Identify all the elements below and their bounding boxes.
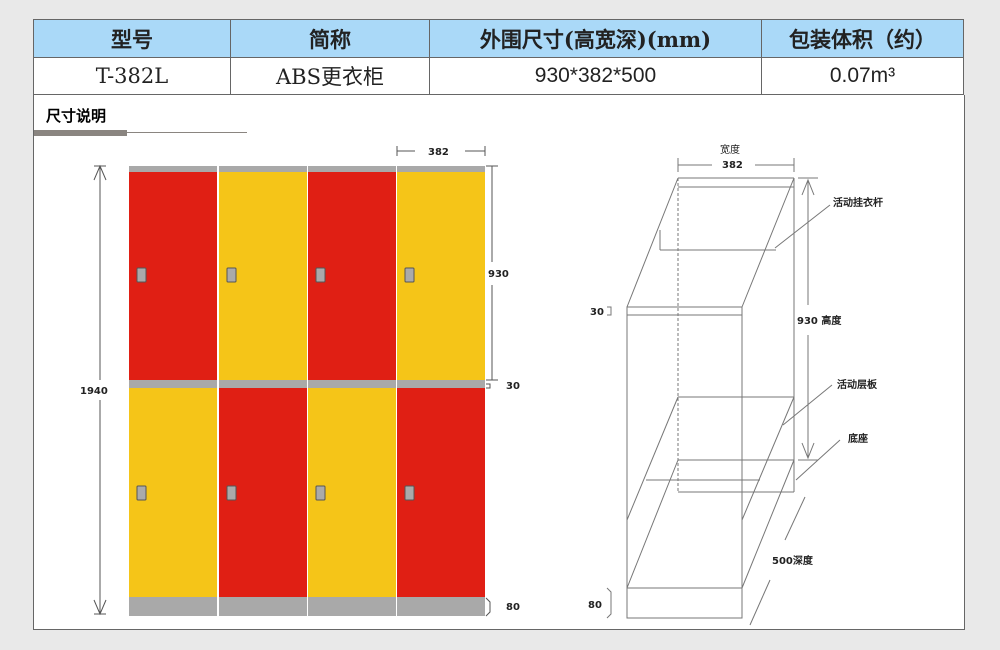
header-model: 型号 xyxy=(33,19,231,58)
middle-strip xyxy=(129,380,217,388)
front-view xyxy=(129,166,485,616)
middle-strip xyxy=(219,380,307,388)
door-handle xyxy=(136,267,147,283)
base-plinth xyxy=(129,597,217,616)
door-handle xyxy=(226,267,237,283)
base-label: 80 xyxy=(506,602,520,613)
header-volume: 包装体积（约） xyxy=(761,19,964,58)
door-handle xyxy=(404,485,415,501)
callout-shelf: 活动层板 xyxy=(837,378,878,391)
width-label: 382 xyxy=(428,147,449,158)
door-handle xyxy=(404,267,415,283)
iso-base-label: 80 xyxy=(588,600,602,611)
spec-table: 型号 简称 外围尺寸(高宽深)(mm) 包装体积（约） T-382L ABS更衣… xyxy=(33,19,964,95)
iso-width-value: 382 xyxy=(722,160,743,171)
base-plinth xyxy=(308,597,396,616)
callout-hanging-rod: 活动挂衣杆 xyxy=(833,196,883,209)
iso-top-label: 30 xyxy=(590,307,604,318)
title-rule xyxy=(127,132,247,133)
top-strip xyxy=(219,166,307,172)
cell-dimensions: 930*382*500 xyxy=(429,57,762,95)
total-height-label: 1940 xyxy=(80,386,108,397)
door-handle xyxy=(136,485,147,501)
iso-view xyxy=(606,158,841,626)
iso-width-title: 宽度 xyxy=(720,143,740,156)
base-plinth xyxy=(219,597,307,616)
cell-volume: 0.07m³ xyxy=(761,57,964,95)
top-strip xyxy=(308,166,396,172)
title-underline xyxy=(34,130,127,136)
middle-strip xyxy=(308,380,396,388)
header-name: 简称 xyxy=(230,19,430,58)
door-handle xyxy=(315,485,326,501)
top-strip xyxy=(397,166,485,172)
height-label: 930 xyxy=(488,269,509,280)
cell-name: ABS更衣柜 xyxy=(230,57,430,95)
iso-height-label: 930 高度 xyxy=(797,314,842,327)
divider-label: 30 xyxy=(506,381,520,392)
callout-base: 底座 xyxy=(848,432,868,445)
door-handle xyxy=(226,485,237,501)
door-handle xyxy=(315,267,326,283)
middle-strip xyxy=(397,380,485,388)
front-dimensions xyxy=(93,146,498,617)
top-strip xyxy=(129,166,217,172)
cell-model: T-382L xyxy=(33,57,231,95)
base-plinth xyxy=(397,597,485,616)
section-title: 尺寸说明 xyxy=(46,107,107,125)
iso-depth-label: 500深度 xyxy=(772,554,814,567)
